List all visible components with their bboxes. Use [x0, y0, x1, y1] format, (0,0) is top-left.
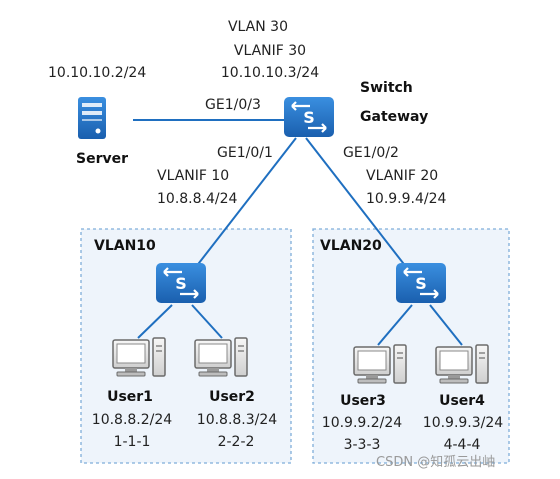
- core-switch-icon: [282, 95, 336, 139]
- link-core-switch-b: [305, 137, 411, 273]
- user4-ip: 10.9.9.3/24: [423, 415, 504, 431]
- user2-name: User2: [209, 389, 255, 405]
- user3-name: User3: [340, 393, 386, 409]
- core-ip-label: 10.10.10.3/24: [221, 65, 319, 81]
- server-label: Server: [76, 151, 128, 167]
- right-uplink-port: GE1/0/2: [343, 145, 399, 161]
- core-name-line1: Switch: [360, 80, 413, 96]
- user1-name: User1: [107, 389, 153, 405]
- link-switch-b-user4: [429, 304, 463, 346]
- left-uplink-port: GE1/0/1: [217, 145, 273, 161]
- left-uplink-vlanif: VLANIF 10: [157, 168, 229, 184]
- server-ip-label: 10.10.10.2/24: [48, 65, 146, 81]
- access-switch-vlan10-icon: [154, 261, 208, 305]
- watermark-text: CSDN @知孤云出岫: [376, 454, 495, 470]
- right-uplink-vlanif: VLANIF 20: [366, 168, 438, 184]
- links: [133, 119, 463, 346]
- right-uplink-ip: 10.9.9.4/24: [366, 191, 447, 207]
- user2-mac: 2-2-2: [218, 434, 255, 450]
- server-icon: [78, 97, 106, 139]
- link-switch-b-user3: [377, 304, 413, 346]
- server-port-label: GE1/0/3: [205, 97, 261, 113]
- user1-ip: 10.8.8.2/24: [92, 412, 173, 428]
- user4-name: User4: [439, 393, 485, 409]
- user1-mac: 1-1-1: [114, 434, 151, 450]
- link-core-switch-a: [191, 137, 297, 273]
- link-switch-a-user2: [191, 304, 223, 339]
- user3-mac: 3-3-3: [344, 437, 381, 453]
- vlan10-title: VLAN10: [94, 238, 156, 254]
- left-uplink-ip: 10.8.8.4/24: [157, 191, 238, 207]
- user4-mac: 4-4-4: [444, 437, 481, 453]
- core-vlanif-label: VLANIF 30: [234, 43, 306, 59]
- user3-ip: 10.9.9.2/24: [322, 415, 403, 431]
- user2-ip: 10.8.8.3/24: [197, 412, 278, 428]
- link-switch-a-user1: [137, 304, 173, 339]
- core-name-line2: Gateway: [360, 109, 428, 125]
- vlan20-title: VLAN20: [320, 238, 382, 254]
- access-switch-vlan20-icon: [394, 261, 448, 305]
- core-vlan-label: VLAN 30: [228, 19, 288, 35]
